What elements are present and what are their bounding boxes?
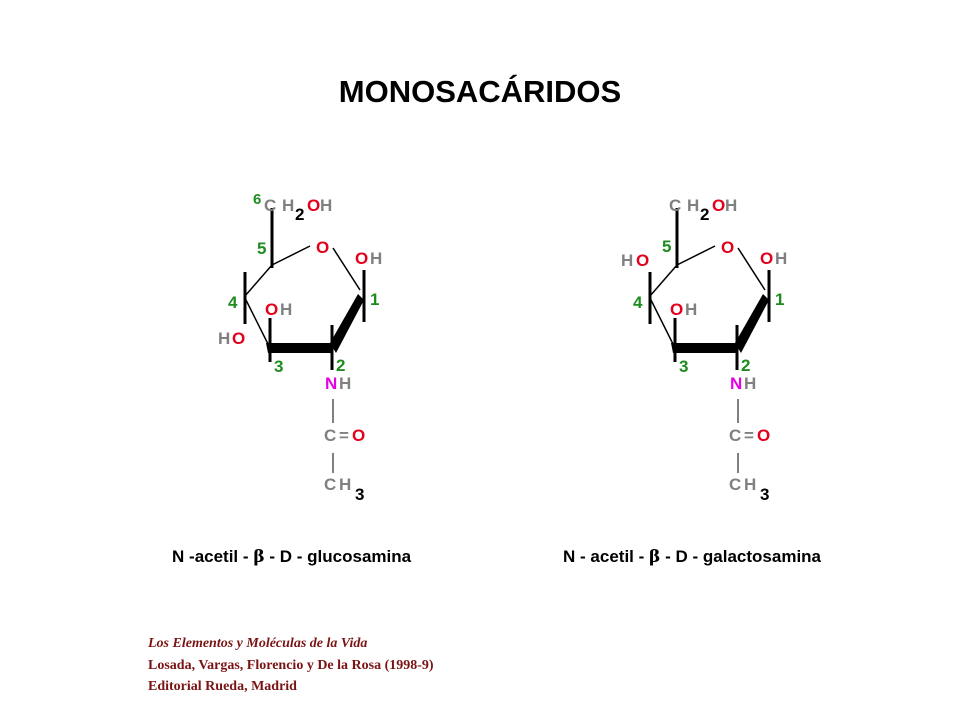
c5-c4-bond [649, 264, 678, 297]
c6-hydroxyl-hydrogen: H [725, 196, 738, 215]
ring-oxygen: O [316, 238, 330, 257]
c4-oxygen: O [636, 251, 650, 270]
caption-beta: β [649, 547, 661, 567]
reference-authors: Losada, Vargas, Florencio y De la Rosa (… [148, 658, 434, 673]
carbon-number-3: 3 [679, 357, 689, 376]
caption-n: N [172, 547, 185, 566]
c4-oxygen: O [232, 329, 246, 348]
caption-dash: - [296, 547, 303, 566]
carbonyl-carbon: C [324, 426, 337, 445]
amide-hydrogen: H [339, 374, 352, 393]
double-bond-sign: = [744, 426, 754, 445]
c3-oxygen: O [265, 300, 279, 319]
amide-hydrogen: H [744, 374, 757, 393]
c1-oxygen: O [355, 249, 369, 268]
c5-ring-o-bond [271, 245, 311, 266]
carbon-number-5: 5 [662, 237, 672, 256]
c3-hydrogen: H [280, 300, 293, 319]
methyl-carbon: C [729, 475, 742, 494]
caption-acetil: acetil [194, 547, 239, 566]
carbon-number-5: 5 [257, 239, 267, 258]
carbon-number-2: 2 [741, 356, 751, 375]
c3-oxygen: O [670, 300, 684, 319]
c2-c1-wedge-bond [735, 294, 769, 353]
caption-dash: - [269, 547, 276, 566]
c1-oxygen: O [760, 249, 774, 268]
c4-c3-bond [244, 297, 271, 349]
caption-acetil: acetil [590, 547, 634, 566]
c6-subscript: 2 [700, 205, 710, 224]
c5-ring-o-bond [676, 245, 716, 266]
ring-oxygen: O [721, 238, 735, 257]
carbonyl-oxygen: O [757, 426, 771, 445]
carbon-number-2: 2 [336, 356, 346, 375]
c5-c4-bond [244, 264, 273, 297]
c6-carbon: C [669, 196, 682, 215]
caption-d: D [279, 547, 293, 566]
c4-hydrogen: H [621, 251, 634, 270]
carbonyl-carbon: C [729, 426, 742, 445]
c3-c2-bold-bond [671, 343, 739, 353]
amide-nitrogen: N [730, 374, 743, 393]
c6-carbon: C [264, 196, 277, 215]
carbonyl-oxygen: O [352, 426, 366, 445]
carbon-number-4: 4 [228, 293, 238, 312]
reference-publisher: Editorial Rueda, Madrid [148, 679, 297, 694]
c4-hydrogen: H [218, 329, 231, 348]
c6-hydrogen: H [282, 196, 295, 215]
c6-hydroxyl-hydrogen: H [320, 196, 333, 215]
caption-dash: - [580, 547, 586, 566]
glucosamine-caption: N -acetil - β - D - glucosamina [172, 547, 411, 567]
c3-c2-bold-bond [266, 343, 334, 353]
caption-dash: - [638, 547, 645, 566]
caption-dash: - [692, 547, 699, 566]
caption-sugar: galactosamina [702, 547, 822, 566]
double-bond-sign: = [339, 426, 349, 445]
carbon-number-3: 3 [274, 357, 284, 376]
methyl-subscript: 3 [760, 485, 770, 504]
c3-hydrogen: H [685, 300, 698, 319]
c6-hydrogen: H [687, 196, 700, 215]
c1-hydrogen: H [370, 249, 383, 268]
carbon-number-4: 4 [633, 293, 643, 312]
caption-dash: - [665, 547, 671, 566]
c4-c3-bond [649, 297, 676, 349]
amide-nitrogen: N [325, 374, 338, 393]
c6-oxygen: O [307, 196, 321, 215]
caption-beta: β [253, 547, 265, 567]
ring-o-c1-bond [737, 247, 766, 291]
methyl-hydrogen: H [744, 475, 757, 494]
carbon-number-1: 1 [370, 290, 380, 309]
carbon-number-1: 1 [775, 290, 785, 309]
caption-dash: - [242, 547, 249, 566]
caption-sugar: glucosamina [307, 547, 412, 566]
c6-subscript: 2 [295, 205, 305, 224]
methyl-subscript: 3 [355, 485, 365, 504]
caption-dash: - [189, 547, 195, 566]
caption-n: N [563, 547, 576, 566]
carbon-number-6: 6 [253, 191, 262, 208]
methyl-hydrogen: H [339, 475, 352, 494]
methyl-carbon: C [324, 475, 337, 494]
c1-hydrogen: H [775, 249, 788, 268]
page-title: MONOSACÁRIDOS [338, 74, 622, 109]
c6-oxygen: O [712, 196, 726, 215]
caption-d: D [675, 547, 688, 566]
c2-c1-wedge-bond [330, 294, 364, 353]
galactosamine-caption: N - acetil - β - D - galactosamina [563, 547, 821, 567]
ring-o-c1-bond [332, 247, 361, 291]
reference-book-title: Los Elementos y Moléculas de la Vida [148, 636, 368, 651]
